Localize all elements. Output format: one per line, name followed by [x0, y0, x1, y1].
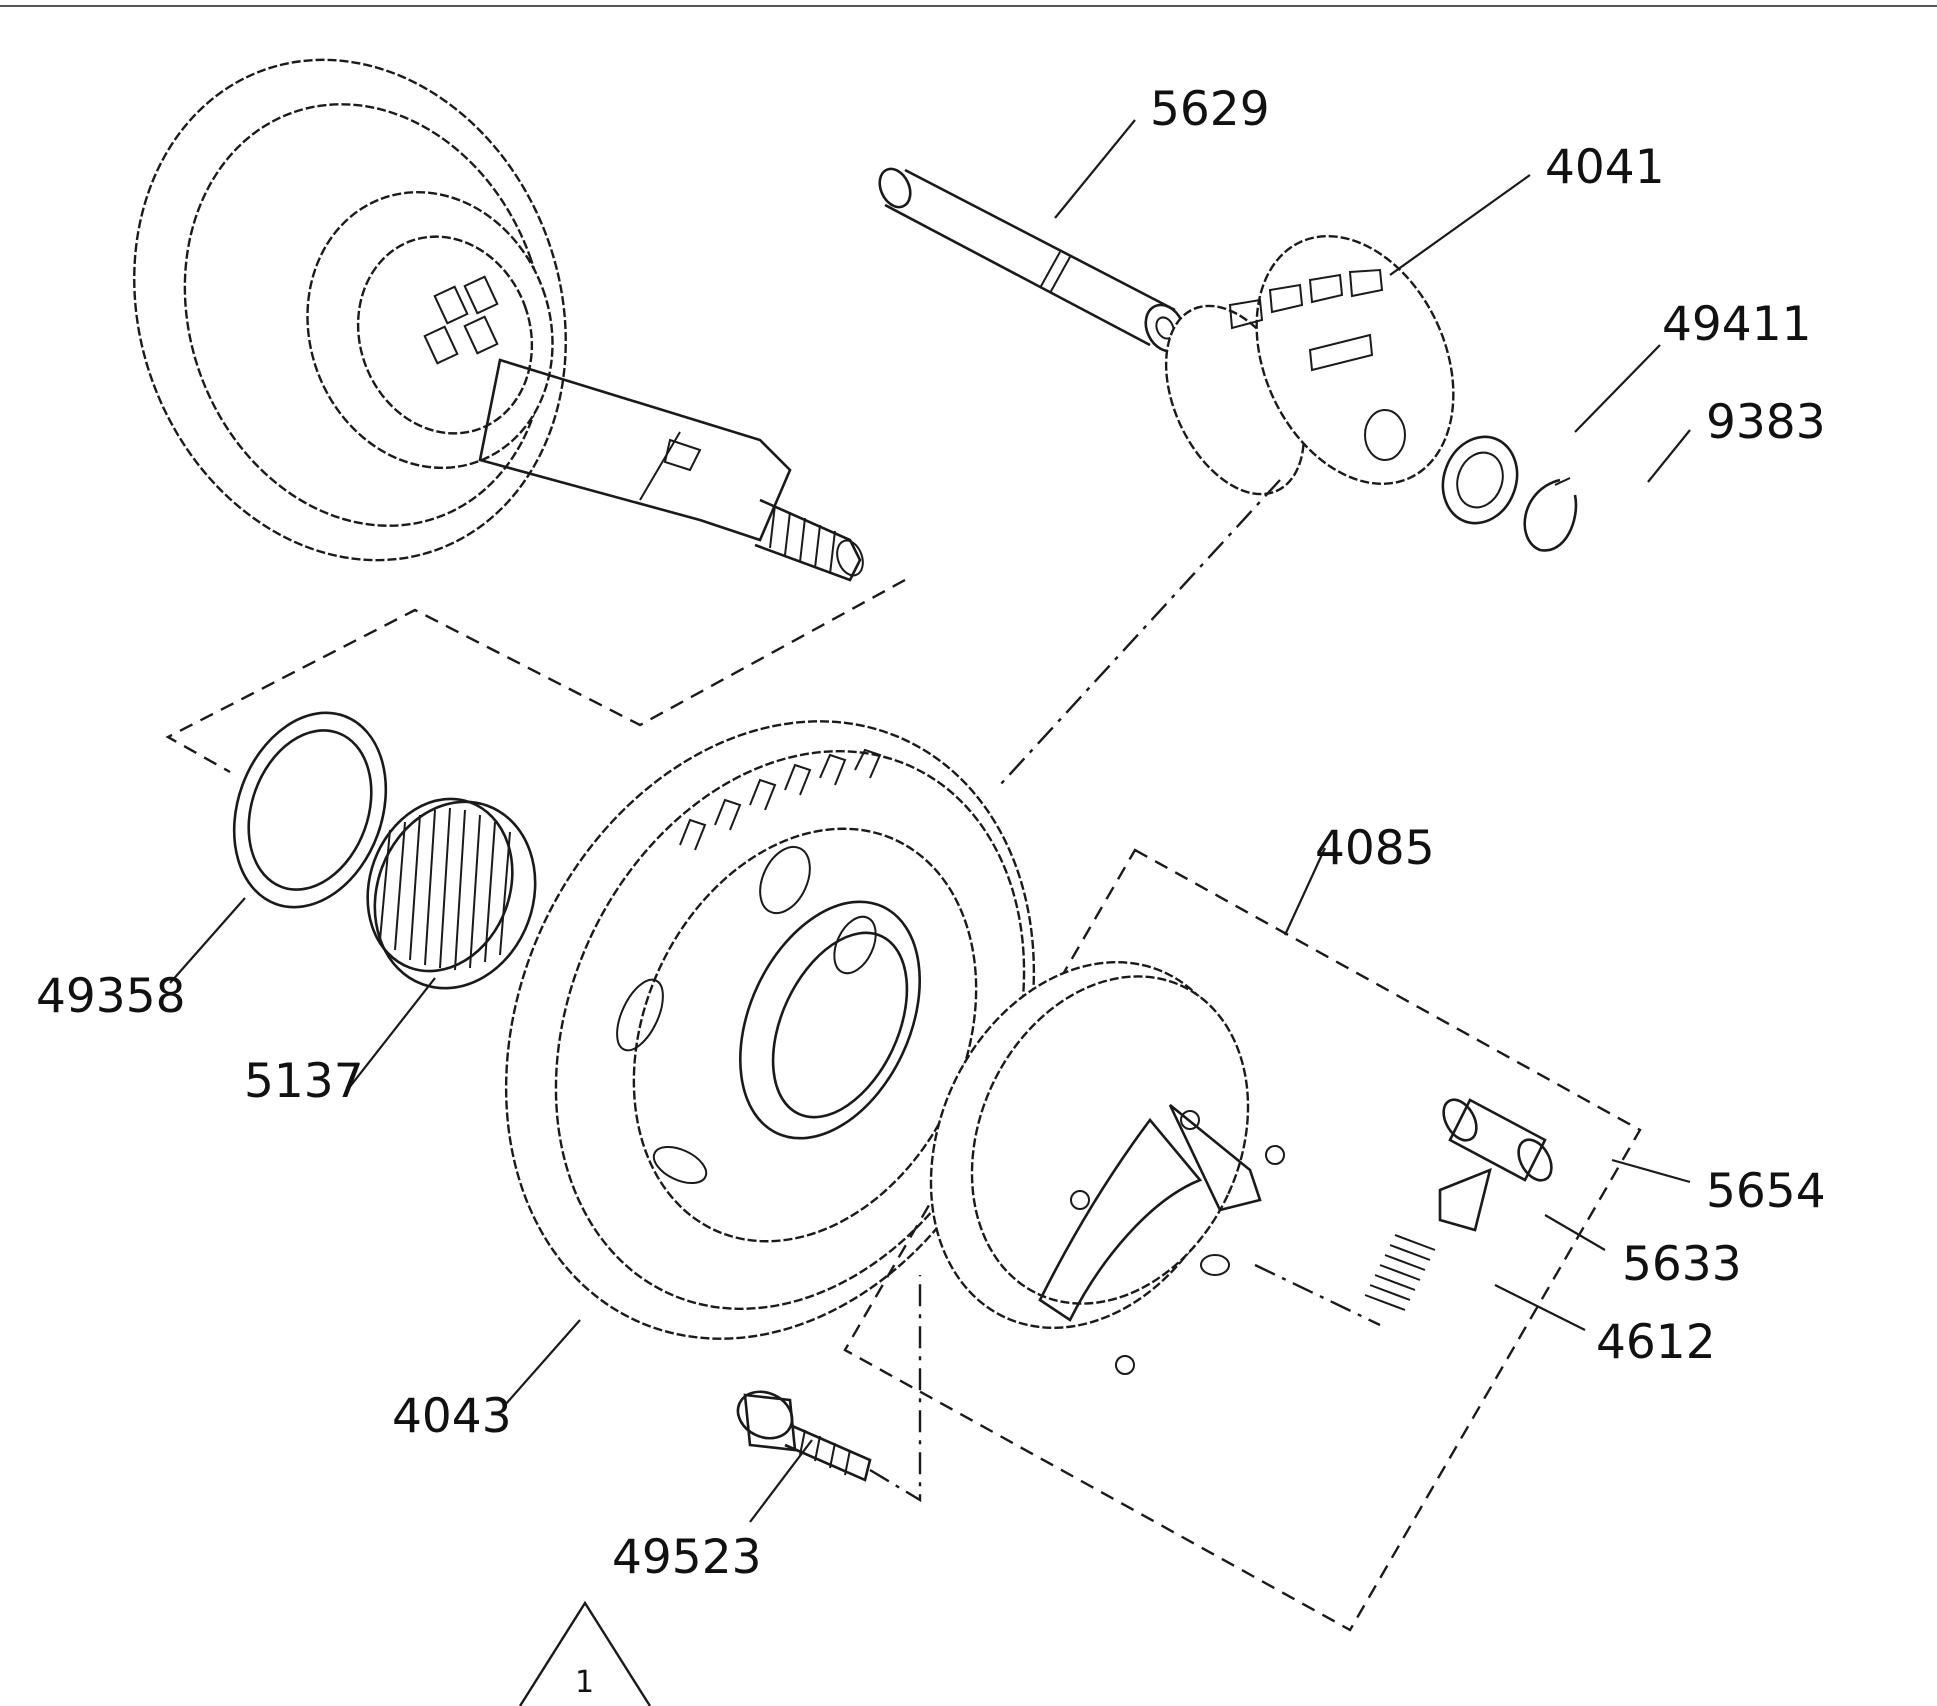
shaft-5629: [878, 167, 1186, 353]
spacer-ring-49358: [232, 711, 388, 909]
e-clip-9383: [1523, 477, 1578, 552]
clutch-carrier-4085: [929, 961, 1285, 1375]
label-4041: 4041: [1545, 140, 1665, 195]
callout-number: 1: [575, 1665, 594, 1700]
spring-axis: [1254, 1263, 1381, 1327]
label-5654: 5654: [1706, 1164, 1826, 1219]
screw-axis: [869, 1275, 922, 1503]
spring-4612: [1364, 1234, 1436, 1311]
leader-lines: [169, 119, 1691, 1523]
label-49523: 49523: [612, 1530, 762, 1585]
housing-assembly: [133, 58, 864, 582]
spur-gear-4043: [504, 720, 1036, 1340]
clutch-assembly-box: [843, 848, 1642, 1632]
assembly-path-1: [165, 578, 906, 774]
label-4043: 4043: [392, 1389, 512, 1444]
label-49411: 49411: [1662, 297, 1812, 352]
assembly-path-2: [999, 479, 1281, 786]
label-9383: 9383: [1706, 395, 1826, 450]
label-4612: 4612: [1596, 1315, 1716, 1370]
pin-5633: [1438, 1167, 1492, 1232]
callout-triangle: 1: [518, 1600, 652, 1706]
needle-bearing-5137: [366, 797, 537, 990]
label-5137: 5137: [244, 1054, 364, 1109]
label-5633: 5633: [1622, 1237, 1742, 1292]
roller-5654: [1442, 1098, 1553, 1182]
washer-49411: [1441, 435, 1519, 525]
screw-49523: [736, 1390, 872, 1482]
label-49358: 49358: [36, 969, 186, 1024]
label-4085: 4085: [1315, 821, 1435, 876]
label-5629: 5629: [1150, 82, 1270, 137]
pinion-gear-4041: [1164, 234, 1455, 496]
